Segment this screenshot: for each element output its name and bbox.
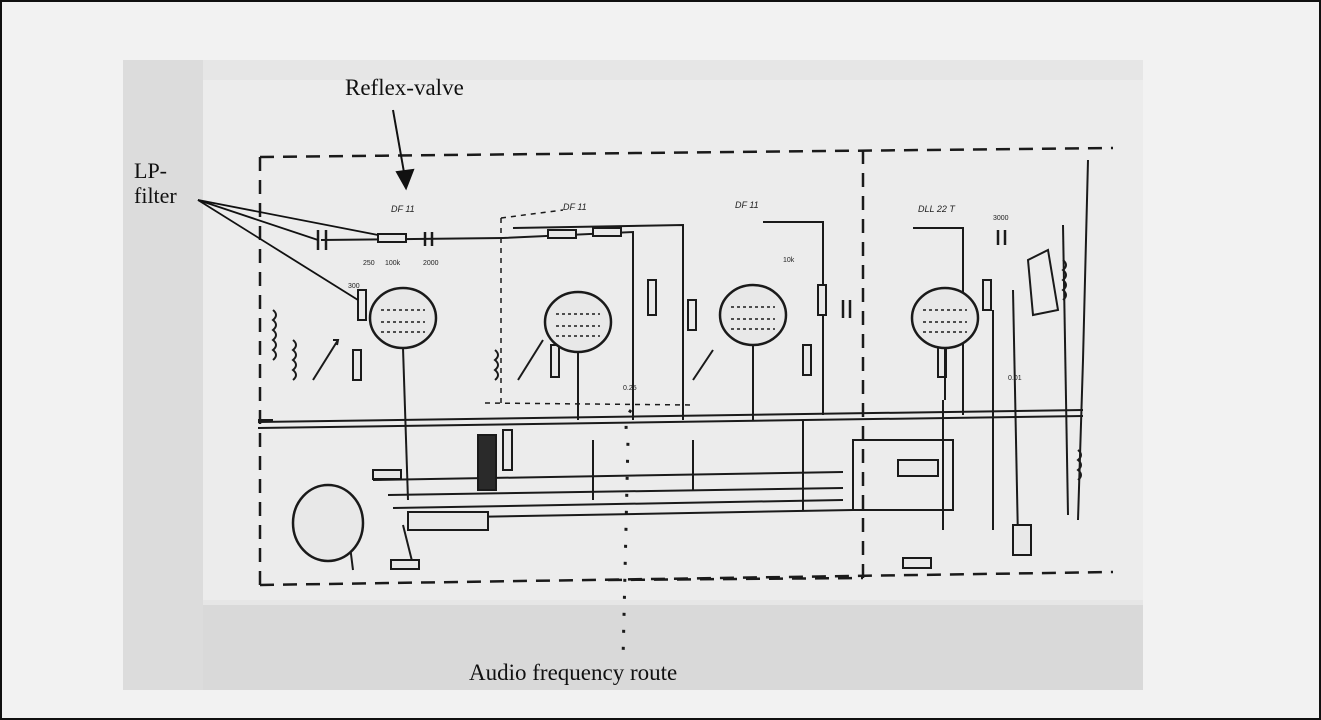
svg-text:250: 250 <box>363 260 375 267</box>
reflex-valve-label: Reflex-valve <box>345 75 464 100</box>
schematic-drawing: DF 11 DF 11 DF 11 DLL 22 T 250 100k 2000… <box>123 60 1143 690</box>
schematic-photo: DF 11 DF 11 DF 11 DLL 22 T 250 100k 2000… <box>123 60 1143 690</box>
lp-filter-label-line2: filter <box>134 183 177 208</box>
svg-text:0.01: 0.01 <box>1008 375 1022 382</box>
tube-label: DLL 22 T <box>918 204 956 214</box>
svg-text:2000: 2000 <box>423 260 439 267</box>
svg-text:100k: 100k <box>385 260 401 267</box>
tube-label: DF 11 <box>563 202 587 212</box>
svg-text:0.25: 0.25 <box>623 385 637 392</box>
svg-text:300: 300 <box>348 283 360 290</box>
svg-text:3000: 3000 <box>993 215 1009 222</box>
svg-text:10k: 10k <box>783 257 795 264</box>
tube-group <box>291 283 980 563</box>
tube-label: DF 11 <box>391 204 415 214</box>
tube-label: DF 11 <box>735 200 759 210</box>
audio-route-label: Audio frequency route <box>469 660 678 685</box>
lp-filter-label-line1: LP- <box>134 158 167 183</box>
